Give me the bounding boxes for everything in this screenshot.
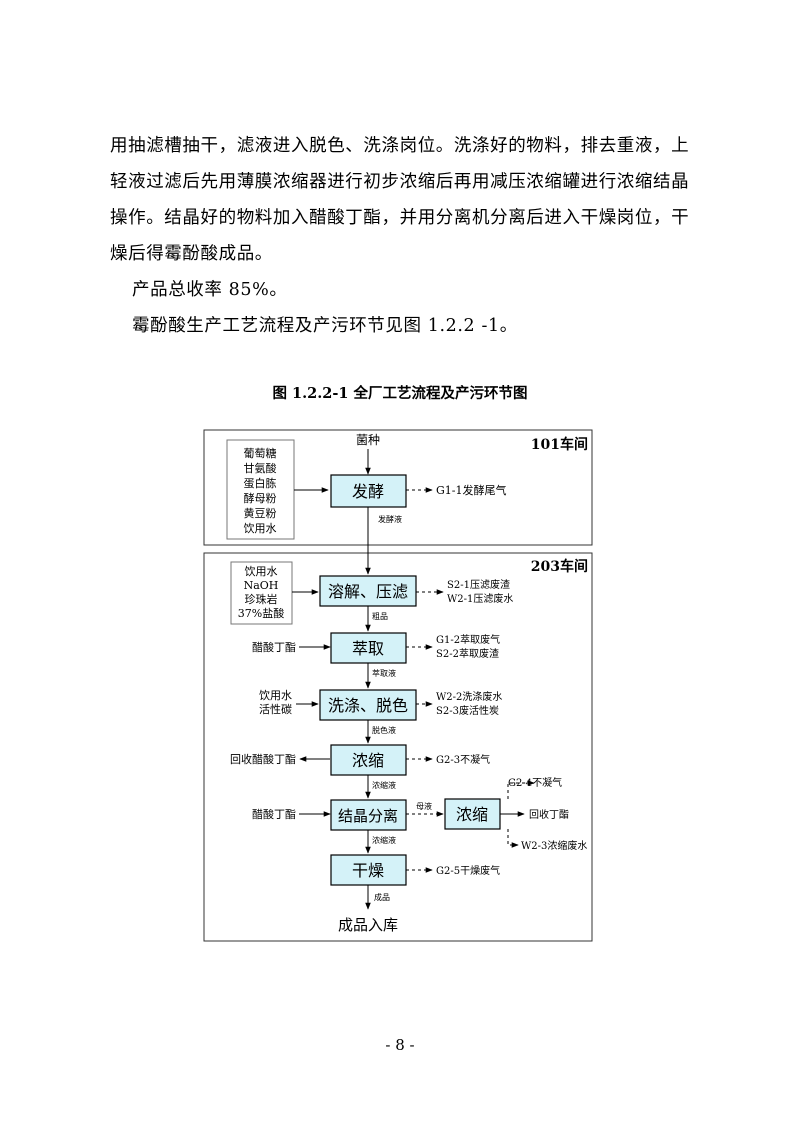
flow-label: 粗品	[372, 611, 388, 621]
final-product-label: 成品入库	[338, 916, 398, 934]
text-line: 用抽滤槽抽干，滤液进入脱色、洗涤岗位。洗涤好的物料，排去重液，上	[110, 136, 690, 156]
text-line-figure-ref: 霉酚酸生产工艺流程及产污环节见图 1.2.2 -1。	[132, 316, 518, 336]
workshop-101-label: 101车间	[531, 436, 588, 453]
raw-materials-box-203	[230, 561, 293, 625]
raw-material: 蛋白胨	[244, 476, 277, 490]
emission-label: W2-3浓缩废水	[521, 839, 587, 852]
side-input-label: 饮用水	[259, 689, 292, 702]
recovered-label: 回收丁酯	[529, 808, 569, 821]
raw-material: 饮用水	[245, 565, 278, 578]
step-ferment-label: 发酵	[352, 482, 384, 501]
emission-label: S2-2萃取废渣	[436, 647, 499, 660]
step-concentrate-label: 浓缩	[352, 751, 384, 770]
emission-label: G1-2萃取废气	[436, 633, 500, 646]
step-ferment-box	[330, 474, 407, 508]
step-extract-box	[330, 632, 407, 664]
figure-title: 图 1.2.2-1 全厂工艺流程及产污环节图	[272, 385, 528, 402]
step-crystallize-label: 结晶分离	[338, 807, 398, 825]
seed-label: 菌种	[356, 433, 380, 447]
flow-label: 脱色液	[372, 725, 396, 735]
raw-material: 酵母粉	[244, 492, 277, 505]
body-paragraph: 用抽滤槽抽干，滤液进入脱色、洗涤岗位。洗涤好的物料，排去重液，上 轻液过滤后先用…	[110, 128, 700, 344]
step-dry-box	[330, 854, 407, 886]
side-input-label: 醋酸丁酯	[252, 807, 296, 821]
step-crystallize-box	[330, 799, 407, 831]
workshop-203-frame	[203, 552, 593, 942]
page-number: - 8 -	[385, 1036, 415, 1054]
text-line: 轻液过滤后先用薄膜浓缩器进行初步浓缩后再用减压浓缩罐进行浓缩结晶	[110, 172, 690, 192]
raw-material: 珍珠岩	[245, 592, 278, 606]
raw-material: 饮用水	[244, 522, 277, 535]
recovered-label: 回收醋酸丁酯	[230, 752, 296, 766]
raw-material: NaOH	[244, 579, 279, 592]
step-concentrate-box	[330, 744, 407, 776]
step-dissolve-box	[319, 575, 417, 607]
emission-label: S2-3废活性炭	[436, 704, 499, 717]
step-extract-label: 萃取	[352, 639, 384, 658]
flow-label: 浓缩液	[372, 780, 396, 790]
flow-label: 萃取液	[372, 668, 396, 678]
text-line: 燥后得霉酚酸成品。	[110, 244, 273, 264]
raw-materials-box-101	[226, 439, 295, 540]
raw-material: 甘氨酸	[244, 461, 277, 475]
text-line-yield: 产品总收率 85%。	[132, 280, 288, 300]
side-input-label: 活性碳	[259, 702, 292, 716]
emission-label: G2-4不凝气	[508, 776, 562, 789]
flow-label: 浓缩液	[372, 835, 396, 845]
text-line: 操作。结晶好的物料加入醋酸丁酯，并用分离机分离后进入干燥岗位，干	[110, 208, 690, 228]
step-concentrate2-box	[444, 798, 501, 830]
flow-label: 母液	[416, 801, 432, 811]
step-wash-box	[319, 689, 417, 721]
emission-label: G1-1发酵尾气	[436, 483, 507, 497]
step-dry-label: 干燥	[352, 861, 384, 880]
step-wash-label: 洗涤、脱色	[328, 696, 408, 715]
flow-label: 发酵液	[378, 514, 402, 524]
workshop-203-label: 203车间	[531, 558, 588, 575]
emission-label: G2-5干燥废气	[436, 864, 500, 877]
flow-label: 成品	[374, 892, 390, 902]
emission-label: S2-1压滤废渣	[447, 578, 510, 591]
raw-material: 黄豆粉	[244, 506, 277, 520]
workshop-101-frame	[203, 429, 593, 546]
raw-material: 37%盐酸	[238, 606, 284, 620]
side-input-label: 醋酸丁酯	[252, 640, 296, 654]
step-dissolve-label: 溶解、压滤	[328, 582, 408, 601]
emission-arrow	[507, 829, 519, 848]
raw-material: 葡萄糖	[244, 446, 277, 460]
step-concentrate2-label: 浓缩	[456, 805, 488, 824]
process-flow-diagram: 101车间 203车间 葡萄糖 甘氨酸 蛋白胨 酵母粉 黄豆粉 饮用水 饮用水 …	[203, 429, 593, 942]
emission-label: W2-1压滤废水	[447, 592, 513, 605]
emission-label: W2-2洗涤废水	[436, 690, 502, 703]
emission-label: G2-3不凝气	[436, 753, 490, 766]
